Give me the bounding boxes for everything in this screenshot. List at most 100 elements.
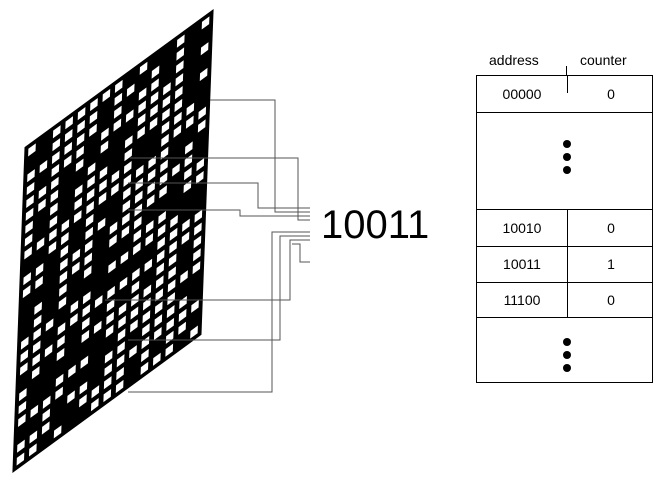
grid-cell: [61, 219, 70, 233]
grid-cell: [135, 164, 144, 178]
grid-cell: [51, 150, 60, 165]
grid-cell: [182, 218, 190, 232]
grid-cell: [64, 141, 73, 156]
grid-cell: [98, 191, 107, 206]
grid-cell: [19, 362, 28, 376]
grid-cell: [155, 275, 164, 289]
grid-cell: [157, 223, 166, 238]
grid-cell: [166, 317, 175, 332]
grid-cell: [42, 395, 51, 409]
row-divider: [477, 112, 652, 113]
grid-cell: [148, 155, 156, 169]
grid-cell: [33, 314, 42, 328]
grid-cell: [111, 182, 119, 197]
grid-cell: [179, 295, 187, 310]
grid-cell: [117, 341, 125, 355]
grid-cell: [126, 83, 135, 97]
grid-cell: [118, 315, 126, 329]
column-divider: [567, 76, 568, 93]
grid-cell: [63, 154, 72, 168]
grid-cell: [109, 234, 117, 248]
grid-cell: [26, 181, 35, 196]
grid-cell: [50, 189, 59, 203]
grid-cell: [190, 325, 198, 339]
grid-cell: [91, 385, 100, 399]
grid-cell: [20, 336, 29, 350]
grid-cell: [79, 381, 88, 395]
grid-cell: [93, 320, 102, 334]
grid-cell: [83, 265, 92, 279]
grid-cell: [114, 92, 123, 106]
grid-cell: [185, 115, 194, 129]
grid-cell: [161, 133, 169, 147]
table-cell-address: 10011: [503, 256, 541, 272]
grid-cell: [33, 327, 42, 341]
grid-cell: [172, 163, 180, 177]
grid-cell: [90, 97, 98, 112]
table-cell-counter: 0: [607, 220, 615, 236]
grid-cell: [73, 210, 82, 224]
grid-cell: [74, 184, 83, 198]
grid-cell: [116, 367, 124, 381]
grid-cell: [36, 237, 45, 251]
grid-cell: [81, 316, 90, 331]
grid-cell: [195, 170, 204, 185]
grid-cell: [168, 266, 176, 280]
row-divider: [477, 209, 652, 210]
grid-cell: [20, 349, 29, 363]
grid-cell: [119, 276, 128, 291]
grid-cell: [194, 222, 202, 236]
grid-cell: [55, 373, 64, 387]
grid-cell: [86, 201, 94, 215]
grid-cell: [100, 140, 109, 154]
grid-cell: [113, 105, 122, 119]
row-divider: [477, 246, 652, 247]
grid-cell: [24, 246, 32, 260]
grid-cell: [138, 87, 147, 101]
grid-cell: [103, 388, 112, 403]
binary-pixel-grid: [12, 8, 214, 474]
grid-cell: [52, 125, 61, 139]
grid-cell: [45, 318, 54, 332]
grid-cell: [176, 47, 185, 61]
grid-cell: [180, 270, 188, 284]
grid-cell: [25, 220, 33, 234]
grid-cell: [109, 221, 118, 235]
grid-cell: [137, 113, 146, 127]
grid-cell: [175, 73, 184, 87]
grid-cell: [147, 181, 156, 195]
grid-cell: [186, 102, 195, 116]
grid-cell: [142, 310, 151, 324]
grid-cell: [60, 257, 68, 271]
grid-cell: [57, 322, 66, 336]
grid-cell: [131, 280, 140, 294]
grid-cell: [94, 295, 103, 309]
wire-5: [128, 235, 310, 341]
grid-cell: [175, 60, 184, 74]
grid-cell: [60, 232, 69, 246]
grid-cell: [107, 285, 115, 300]
grid-cell: [56, 347, 65, 362]
grid-cell: [97, 217, 106, 231]
grid-cell: [166, 305, 175, 319]
grid-cell: [163, 82, 171, 96]
grid-cell: [130, 319, 138, 333]
grid-cell: [22, 285, 31, 299]
ellipsis-dot: [563, 351, 571, 359]
grid-cell: [130, 306, 139, 320]
grid-cell: [181, 231, 190, 245]
grid-cell: [170, 214, 178, 229]
grid-cell: [124, 135, 133, 149]
grid-cell: [117, 328, 126, 342]
grid-cell: [111, 170, 120, 184]
grid-cell: [68, 364, 76, 378]
grid-cell: [122, 199, 131, 213]
grid-cell: [50, 176, 59, 190]
grid-cell: [29, 430, 38, 444]
grid-cell: [38, 185, 47, 199]
grid-cell: [125, 109, 134, 123]
grid-cell: [18, 413, 26, 427]
grid-cell: [178, 321, 186, 335]
grid-cell: [145, 220, 154, 234]
grid-cell: [18, 400, 27, 415]
